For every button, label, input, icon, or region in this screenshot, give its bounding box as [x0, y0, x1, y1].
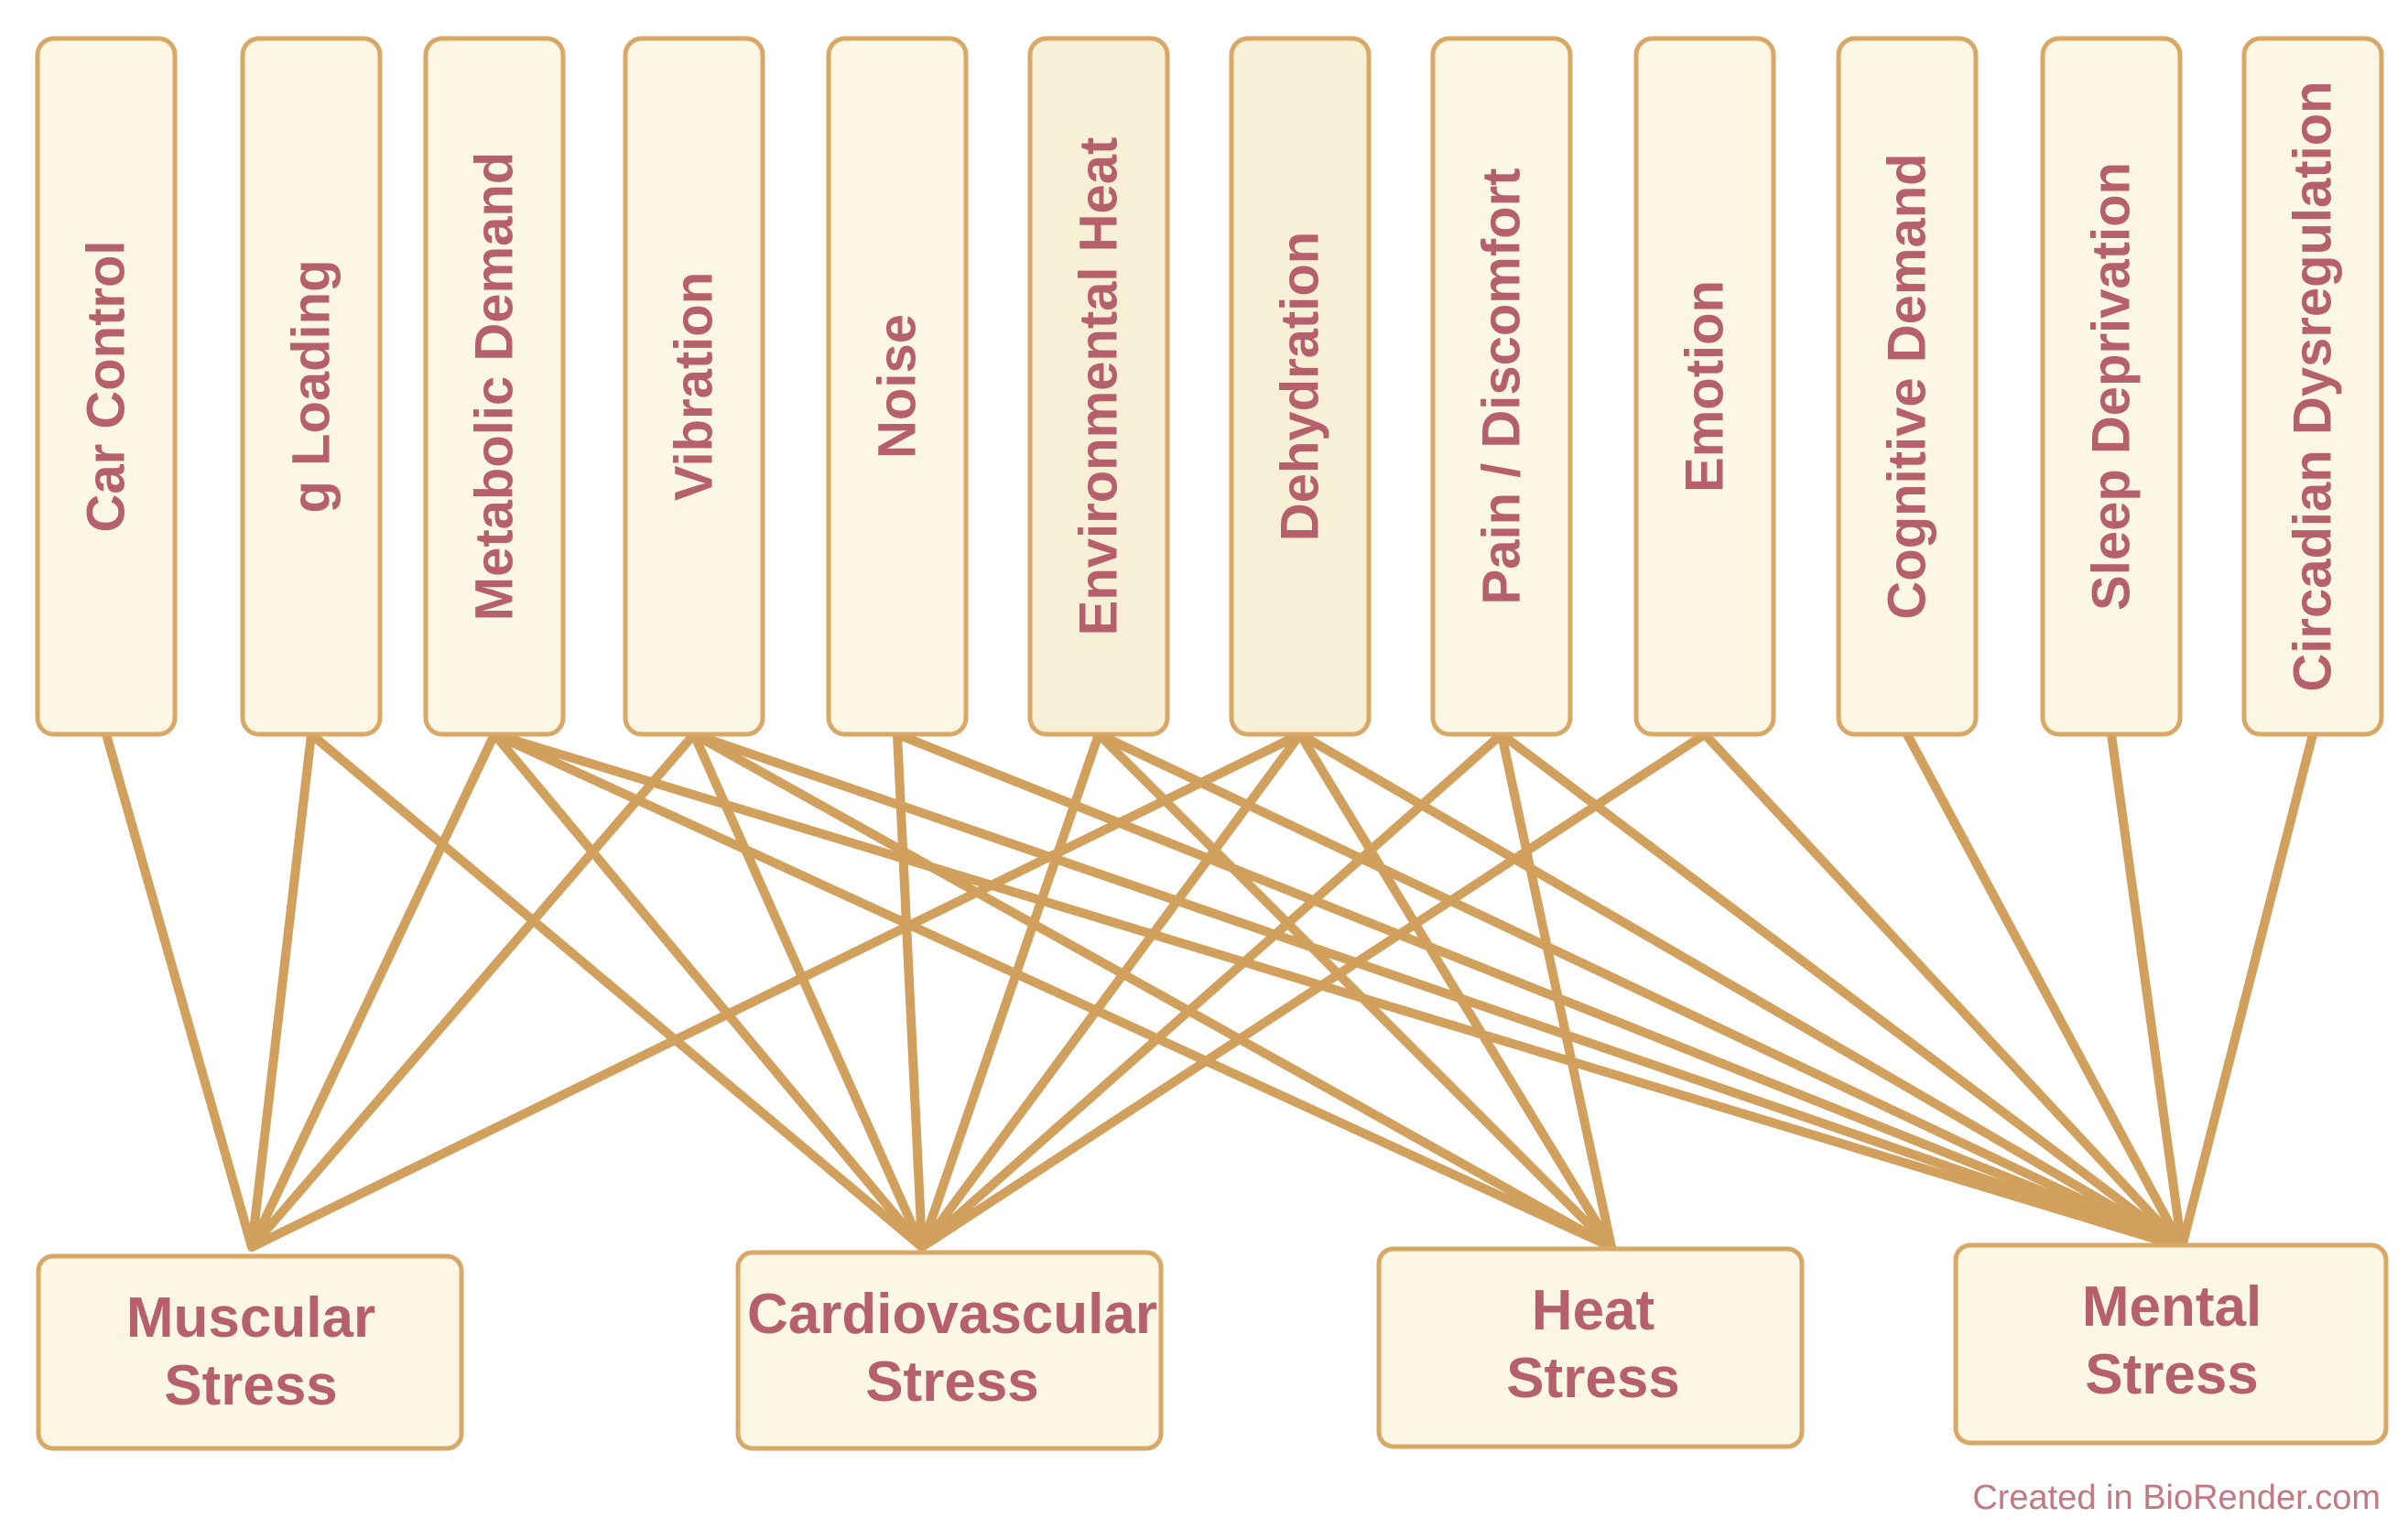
- outcome-box: [36, 1253, 464, 1451]
- stressor-label: g Loading: [282, 259, 342, 513]
- stressor-label: Emotion: [1676, 280, 1735, 493]
- outcome-box: [735, 1250, 1164, 1451]
- stressor-car_control: Car Control: [35, 36, 178, 737]
- stressor-noise: Noise: [826, 36, 969, 737]
- link-environmental_heat-to-cardiovascular: [917, 730, 1103, 1252]
- biorender-credit: Created in BioRender.com: [1972, 1479, 2381, 1517]
- link-dehydration-to-cardiovascular: [917, 730, 1305, 1252]
- stressor-vibration: Vibration: [623, 36, 765, 737]
- stressor-metabolic_demand: Metabolic Demand: [423, 36, 566, 737]
- link-emotion-to-mental: [1700, 730, 2186, 1252]
- stressor-box: [826, 36, 969, 737]
- link-pain_discomfort-to-heat: [1497, 730, 1616, 1252]
- stressor-box: [1836, 36, 1979, 737]
- link-environmental_heat-to-mental: [1094, 730, 2186, 1252]
- stressor-label: Circadian Dysregulation: [2283, 81, 2343, 691]
- link-dehydration-to-heat: [1296, 730, 1616, 1252]
- link-sleep_deprivation-to-mental: [2107, 730, 2186, 1252]
- stressor-label: Vibration: [665, 272, 724, 501]
- stressor-box: [423, 36, 566, 737]
- link-noise-to-mental: [893, 730, 2186, 1252]
- stressor-box: [1027, 36, 1170, 737]
- link-emotion-to-cardiovascular: [917, 730, 1709, 1252]
- stressor-label: Metabolic Demand: [465, 152, 525, 621]
- stressor-box: [1229, 36, 1372, 737]
- link-circadian_dysregulation-to-mental: [2177, 730, 2317, 1252]
- stressor-label: Cognitive Demand: [1878, 153, 1937, 619]
- stressor-cognitive_demand: Cognitive Demand: [1836, 36, 1979, 737]
- stressor-box: [1430, 36, 1573, 737]
- stressor-label: Noise: [868, 314, 927, 459]
- link-dehydration-to-mental: [1296, 730, 2186, 1252]
- stressor-label: Car Control: [77, 241, 136, 533]
- link-metabolic_demand-to-cardiovascular: [490, 730, 927, 1252]
- link-pain_discomfort-to-mental: [1497, 730, 2186, 1252]
- stressor-label: Pain / Discomfort: [1472, 168, 1532, 605]
- outcome-box: [1953, 1242, 2389, 1446]
- link-g_loading-to-cardiovascular: [307, 730, 927, 1252]
- link-vibration-to-mental: [689, 730, 2186, 1252]
- link-environmental_heat-to-heat: [1094, 730, 1616, 1252]
- stressor-dehydration: Dehydration: [1229, 36, 1372, 737]
- stressor-pain_discomfort: Pain / Discomfort: [1430, 36, 1573, 737]
- stressor-environmental_heat: Environmental Heat: [1027, 36, 1170, 737]
- stressor-box: [623, 36, 765, 737]
- stressor-circadian_dysregulation: Circadian Dysregulation: [2241, 36, 2384, 737]
- link-g_loading-to-muscular: [247, 730, 316, 1252]
- stressor-box: [240, 36, 383, 737]
- link-metabolic_demand-to-muscular: [247, 730, 499, 1252]
- outcome-label-line1: Cardiovascular: [747, 1283, 1157, 1346]
- stressor-emotion: Emotion: [1633, 36, 1776, 737]
- stressor-box: [2040, 36, 2183, 737]
- outcome-label-line2: Stress: [865, 1350, 1039, 1414]
- outcome-label-line2: Stress: [2085, 1343, 2259, 1406]
- link-vibration-to-muscular: [247, 730, 699, 1252]
- link-vibration-to-cardiovascular: [689, 730, 927, 1252]
- stressor-box: [1633, 36, 1776, 737]
- link-metabolic_demand-to-mental: [490, 730, 2186, 1252]
- outcome-label-line1: Muscular: [126, 1286, 375, 1350]
- outcome-box: [1376, 1246, 1805, 1449]
- stressor-box: [35, 36, 178, 737]
- stressor-g_loading: g Loading: [240, 36, 383, 737]
- link-metabolic_demand-to-heat: [490, 730, 1616, 1252]
- stressors-layer: Car Control g Loading Metabolic Demand Vibr…: [35, 36, 2384, 737]
- outcome-label-line2: Stress: [164, 1354, 338, 1417]
- stressor-label: Sleep Deprivation: [2082, 162, 2142, 611]
- link-noise-to-cardiovascular: [893, 730, 927, 1252]
- outcome-label-line1: Mental: [2082, 1275, 2262, 1339]
- links-layer: [102, 730, 2317, 1252]
- link-vibration-to-heat: [689, 730, 1616, 1252]
- outcome-label-line1: Heat: [1532, 1279, 1654, 1342]
- stressor-label: Environmental Heat: [1069, 137, 1129, 636]
- stressor-box: [2241, 36, 2384, 737]
- link-cognitive_demand-to-mental: [1903, 730, 2186, 1252]
- outcomes-layer: MuscularStressCardiovascularStressHeatSt…: [36, 1242, 2389, 1451]
- link-dehydration-to-muscular: [247, 730, 1305, 1252]
- link-pain_discomfort-to-cardiovascular: [917, 730, 1506, 1252]
- stressor-sleep_deprivation: Sleep Deprivation: [2040, 36, 2183, 737]
- link-car_control-to-muscular: [102, 730, 256, 1252]
- stressor-label: Dehydration: [1271, 232, 1330, 541]
- outcome-label-line2: Stress: [1506, 1347, 1680, 1410]
